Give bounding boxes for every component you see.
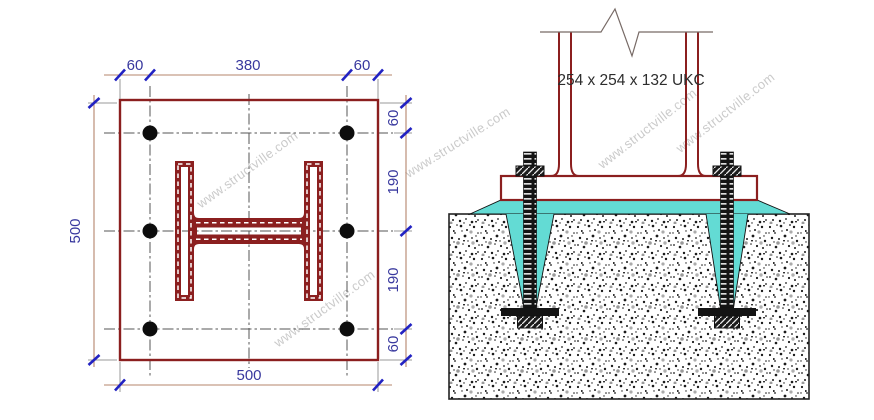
- dimension-ticks: [87, 97, 101, 366]
- dimension-tick: [399, 323, 413, 335]
- dimension-tick: [87, 354, 101, 366]
- anchor-washer-plate-right: [698, 308, 756, 316]
- bolt-mid-right: [339, 223, 355, 239]
- dimension-tick: [399, 225, 413, 237]
- column-size-label: 254 x 254 x 132 UKC: [557, 72, 704, 89]
- column-shaft: [550, 32, 707, 177]
- column-flange-line: [677, 32, 687, 177]
- dim-label-bottom-500: 500: [236, 367, 261, 384]
- dimension-tick: [144, 68, 156, 82]
- dim-label-top-380: 380: [235, 57, 260, 74]
- column-flange-line: [697, 32, 707, 177]
- bolt-bottom-left: [142, 321, 158, 337]
- base-plate-outline: [118, 98, 380, 362]
- dimension-right: 60 190 190 60: [385, 95, 413, 367]
- dimension-left: 500: [67, 95, 101, 367]
- nut-top-right: [712, 165, 742, 177]
- nut-bottom-right: [714, 315, 740, 329]
- dim-label-top-60-left: 60: [127, 57, 144, 74]
- bolt-top-left: [142, 125, 158, 141]
- break-line-symbol: [540, 7, 713, 58]
- anchor-washer-plate-left: [501, 308, 559, 316]
- anchor-bolts-plan: [142, 125, 355, 337]
- dim-label-right-190-upper: 190: [385, 169, 402, 194]
- dimension-tick: [399, 97, 413, 109]
- dimension-top: 60 380 60: [104, 57, 392, 82]
- elevation-view: 254 x 254 x 132 UKC: [448, 7, 810, 400]
- dimension-ticks: [114, 68, 384, 82]
- dim-label-top-60-right: 60: [354, 57, 371, 74]
- bolt-top-right: [339, 125, 355, 141]
- section-hatch-dashes: [177, 163, 321, 299]
- watermark-text: www.structville.com: [401, 104, 512, 181]
- section-dash-left-flange: [177, 163, 192, 299]
- dimension-tick: [399, 127, 413, 139]
- dimension-tick: [372, 68, 384, 82]
- nut-top-left: [515, 165, 545, 177]
- bolt-mid-left: [142, 223, 158, 239]
- anchor-bolts-elevation: [501, 151, 756, 329]
- dim-label-left-500: 500: [67, 218, 84, 243]
- dimension-ticks: [399, 97, 413, 366]
- nut-bottom-left: [517, 315, 543, 329]
- column-flange-line: [550, 32, 560, 177]
- dimension-ticks: [114, 378, 384, 392]
- dimension-tick: [341, 68, 353, 82]
- section-dash-right-flange: [306, 163, 321, 299]
- dim-label-right-60-top: 60: [385, 110, 402, 127]
- dim-label-right-190-lower: 190: [385, 267, 402, 292]
- dim-label-right-60-bottom: 60: [385, 336, 402, 353]
- dimension-tick: [372, 378, 384, 392]
- dimension-tick: [87, 97, 101, 109]
- dimension-tick: [399, 354, 413, 366]
- watermark-text: www.structville.com: [270, 267, 378, 351]
- column-h-section: [175, 161, 323, 301]
- watermark-text: www.structville.com: [594, 85, 699, 172]
- dimension-bottom: 500: [104, 367, 392, 392]
- dimension-tick: [114, 68, 126, 82]
- base-plate-elevation: [499, 174, 759, 202]
- bolt-bottom-right: [339, 321, 355, 337]
- concrete-foundation: [448, 213, 810, 400]
- grout-bed: [469, 199, 791, 215]
- watermark-text: www.structville.com: [193, 128, 301, 212]
- plan-view: 60 380 60 60 190 190 60: [67, 57, 413, 392]
- dimension-tick: [114, 378, 126, 392]
- column-flange-line: [570, 32, 580, 177]
